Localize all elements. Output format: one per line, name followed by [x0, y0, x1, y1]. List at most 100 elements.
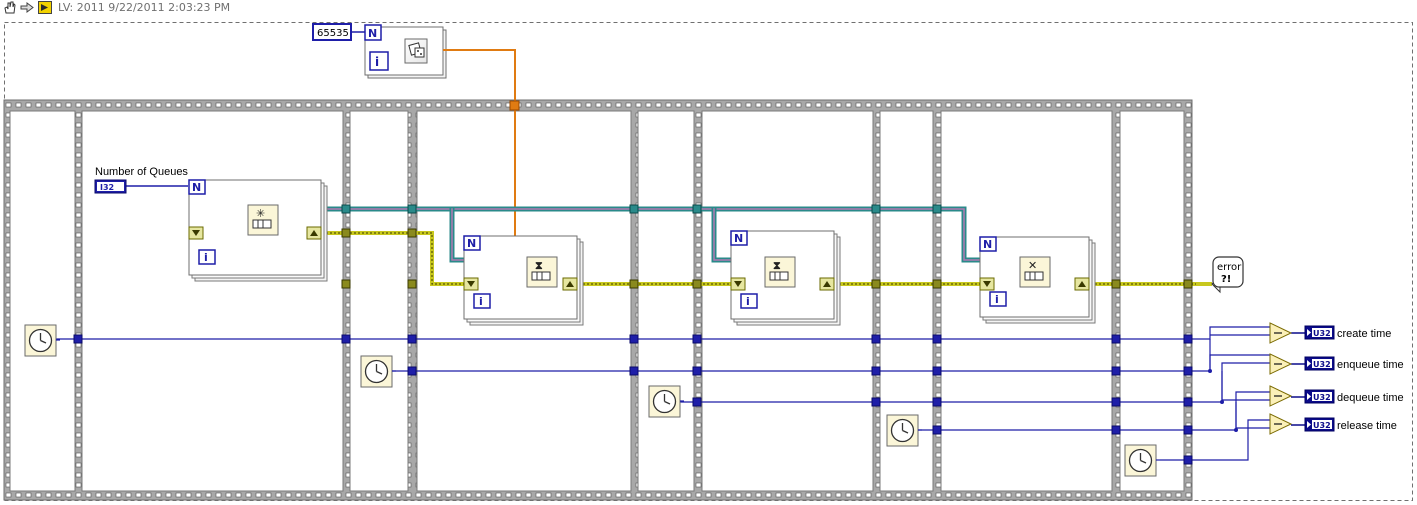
dequeue-loop[interactable]: Ni ⧗	[730, 230, 841, 326]
subtract-icon[interactable]	[1269, 322, 1293, 344]
tunnel	[692, 279, 702, 289]
tunnel	[932, 425, 942, 435]
iteration-terminal-label: i	[746, 295, 750, 308]
tunnel	[871, 204, 881, 214]
tick-count-icon[interactable]	[648, 385, 684, 418]
tunnel	[692, 397, 702, 407]
subtract-icon[interactable]	[1269, 385, 1293, 407]
indicator-create-time[interactable]: U32 create time	[1304, 325, 1391, 340]
iteration-terminal	[198, 249, 216, 265]
count-terminal	[463, 235, 481, 251]
tunnel	[407, 228, 417, 238]
svg-text:I32: I32	[100, 183, 114, 192]
tunnel	[1183, 366, 1193, 376]
shift-register-left-arrow	[983, 281, 991, 287]
svg-text:error: error	[1217, 262, 1242, 273]
tunnel	[341, 228, 351, 238]
shift-register-right-arrow	[566, 281, 574, 287]
iteration-terminal: i	[375, 55, 379, 69]
dequeue-element-icon-glyph: ⧗	[773, 259, 781, 272]
indicator-type: U32	[1313, 329, 1331, 338]
count-terminal: N	[368, 27, 377, 40]
shift-register-left-arrow	[192, 230, 200, 236]
indicator-label: create time	[1337, 328, 1391, 340]
constant-65535[interactable]: 65535	[312, 23, 352, 41]
tunnel	[932, 279, 942, 289]
tunnel	[341, 334, 351, 344]
obtain-queue-loop[interactable]: Ni✳	[188, 179, 328, 282]
tunnel	[932, 366, 942, 376]
hand-icon[interactable]	[3, 1, 17, 14]
indicator-dequeue-time[interactable]: U32 dequeue time	[1304, 389, 1404, 404]
indicator-release-time[interactable]: U32 release time	[1304, 417, 1397, 432]
tunnel	[1183, 279, 1193, 289]
tunnel	[1183, 425, 1193, 435]
tunnel	[871, 279, 881, 289]
indicator-label: dequeue time	[1337, 392, 1404, 404]
indicator-type: U32	[1313, 421, 1331, 430]
tunnel	[629, 334, 639, 344]
tick-count-icon[interactable]	[360, 355, 396, 388]
tunnel	[407, 334, 417, 344]
tunnel	[932, 334, 942, 344]
labview-icon	[38, 1, 52, 14]
tunnel	[692, 366, 702, 376]
tick-count-icon[interactable]	[886, 414, 922, 447]
svg-text:?!: ?!	[1221, 274, 1231, 285]
count-terminal	[979, 236, 997, 252]
number-of-queues-control[interactable]: Number of Queues I32	[94, 166, 188, 194]
enqueue-element-icon[interactable]: ⧗	[526, 256, 558, 288]
tunnel	[407, 204, 417, 214]
tunnel	[629, 204, 639, 214]
iteration-terminal	[989, 291, 1007, 307]
tunnel	[629, 366, 639, 376]
tunnel	[1183, 397, 1193, 407]
release-queue-icon-glyph: ✕	[1028, 259, 1037, 272]
sequence-frame-5[interactable]	[637, 110, 695, 492]
count-terminal-label: N	[467, 237, 476, 250]
enqueue-element-icon-glyph: ⧗	[535, 259, 543, 272]
release-queue-icon[interactable]: ✕	[1019, 256, 1051, 288]
tunnel	[692, 334, 702, 344]
subtract-icon[interactable]	[1269, 353, 1293, 375]
sequence-frame-2[interactable]	[81, 110, 344, 492]
title-bar: LV: 2011 9/22/2011 2:03:23 PM	[0, 0, 1417, 16]
arrow-icon[interactable]	[20, 1, 34, 14]
count-terminal	[188, 179, 206, 195]
control-label: Number of Queues	[95, 166, 188, 178]
iteration-terminal	[740, 293, 758, 309]
tunnel	[1111, 425, 1121, 435]
shift-register-left-arrow	[734, 281, 742, 287]
tunnel	[1111, 334, 1121, 344]
sequence-frame-3[interactable]	[349, 110, 409, 492]
tunnel	[341, 279, 351, 289]
tunnel	[692, 204, 702, 214]
svg-text:65535: 65535	[317, 28, 349, 39]
error-out-indicator[interactable]: error ?!	[1196, 256, 1244, 294]
tunnel	[629, 279, 639, 289]
shift-register-right-arrow	[823, 281, 831, 287]
tunnel	[1111, 366, 1121, 376]
random-number-icon[interactable]	[404, 38, 428, 64]
dequeue-element-icon[interactable]: ⧗	[764, 256, 796, 288]
indicator-type: U32	[1313, 393, 1331, 402]
obtain-queue-icon[interactable]: ✳	[247, 204, 279, 236]
sequence-frame-9[interactable]	[1119, 110, 1185, 492]
tick-count-icon[interactable]	[1124, 444, 1160, 477]
count-terminal-label: N	[734, 232, 743, 245]
tunnel	[1183, 334, 1193, 344]
tick-count-icon[interactable]	[24, 324, 60, 357]
tunnel	[341, 204, 351, 214]
obtain-queue-icon-glyph: ✳	[256, 207, 265, 220]
subtract-icon[interactable]	[1269, 413, 1293, 435]
tunnel	[932, 204, 942, 214]
tunnel	[871, 366, 881, 376]
iteration-terminal	[473, 293, 491, 309]
iteration-terminal-label: i	[204, 251, 208, 264]
release-queue-loop[interactable]: Ni✕	[979, 236, 1096, 324]
enqueue-loop[interactable]: Ni⧗	[463, 235, 584, 326]
sequence-frame-1[interactable]	[9, 110, 76, 492]
indicator-label: release time	[1337, 420, 1397, 432]
